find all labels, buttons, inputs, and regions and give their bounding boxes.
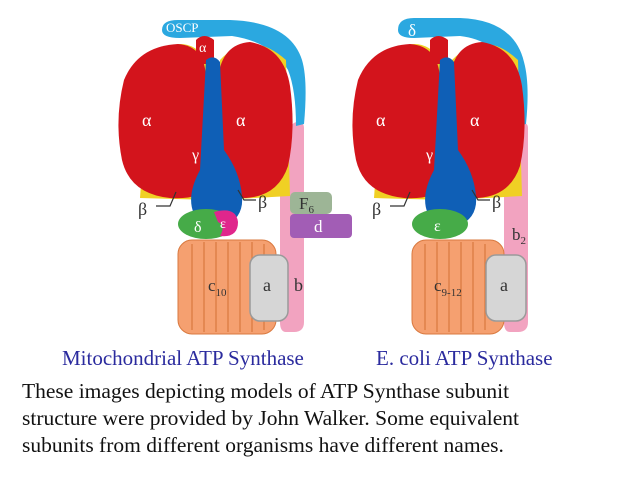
mito-d-subunit (290, 214, 352, 238)
mito-alpha-right (218, 42, 293, 198)
ecoli-epsilon (412, 209, 468, 239)
mito-alpha-right-label: α (236, 110, 246, 130)
mito-epsilon (214, 210, 238, 237)
mito-oscp (162, 20, 306, 126)
mito-epsilon-label: ε (220, 217, 226, 232)
mito-gamma-label: γ (191, 147, 199, 164)
ecoli-b2-label: b2 (512, 225, 526, 247)
ecoli-alpha-left-label: α (376, 110, 386, 130)
description-line-2: structure were provided by John Walker. … (22, 406, 520, 430)
ecoli-a-subunit (485, 254, 527, 322)
ecoli-alpha-left (352, 44, 442, 199)
mito-a-label: a (263, 275, 271, 295)
ecoli-epsilon-label: ε (434, 218, 441, 235)
mito-f6-label: F6 (299, 194, 314, 216)
mito-delta-label: δ (194, 219, 202, 236)
ecoli-model: δ α α γ β β ε b2 c9-12 a (352, 18, 528, 335)
description-line-1: These images depicting models of ATP Syn… (22, 379, 510, 403)
mito-f6-subunit (290, 192, 332, 214)
ecoli-c-label: c9-12 (434, 276, 462, 299)
mito-c10-label: c10 (208, 276, 227, 299)
mito-d-label: d (314, 217, 323, 236)
mito-gamma (191, 57, 243, 227)
ecoli-gamma (425, 57, 477, 227)
mito-a-subunit (249, 254, 289, 322)
ecoli-beta-left-label: β (372, 199, 381, 219)
ecoli-alpha-right (450, 42, 525, 198)
ecoli-delta-label: δ (408, 21, 416, 40)
description-text: These images depicting models of ATP Syn… (22, 378, 622, 459)
mito-alpha-top (196, 36, 214, 64)
mito-caption: Mitochondrial ATP Synthase (62, 346, 304, 370)
mito-oscp-label: OSCP (166, 20, 199, 35)
description-line-3: subunits from different organisms have d… (22, 433, 504, 457)
ecoli-gamma-label: γ (425, 147, 433, 164)
mito-alpha-left-label: α (142, 110, 152, 130)
ecoli-alpha-right-label: α (470, 110, 480, 130)
captions: Mitochondrial ATP Synthase E. coli ATP S… (0, 344, 638, 378)
mitochondrial-model: OSCP α α α γ β β δ ε F6 d c10 a b (118, 20, 352, 335)
mito-beta-left-label: β (138, 199, 147, 219)
ecoli-beta-right-label: β (492, 192, 501, 212)
mito-alpha-left (118, 44, 208, 199)
mito-b-label: b (294, 275, 303, 295)
atp-synthase-diagram: OSCP α α α γ β β δ ε F6 d c10 a b (118, 18, 528, 335)
ecoli-delta (398, 18, 528, 126)
mito-alpha-top-label: α (199, 41, 207, 56)
ecoli-caption: E. coli ATP Synthase (376, 346, 553, 370)
mito-beta-right-label: β (258, 192, 267, 212)
ecoli-a-label: a (500, 275, 508, 295)
